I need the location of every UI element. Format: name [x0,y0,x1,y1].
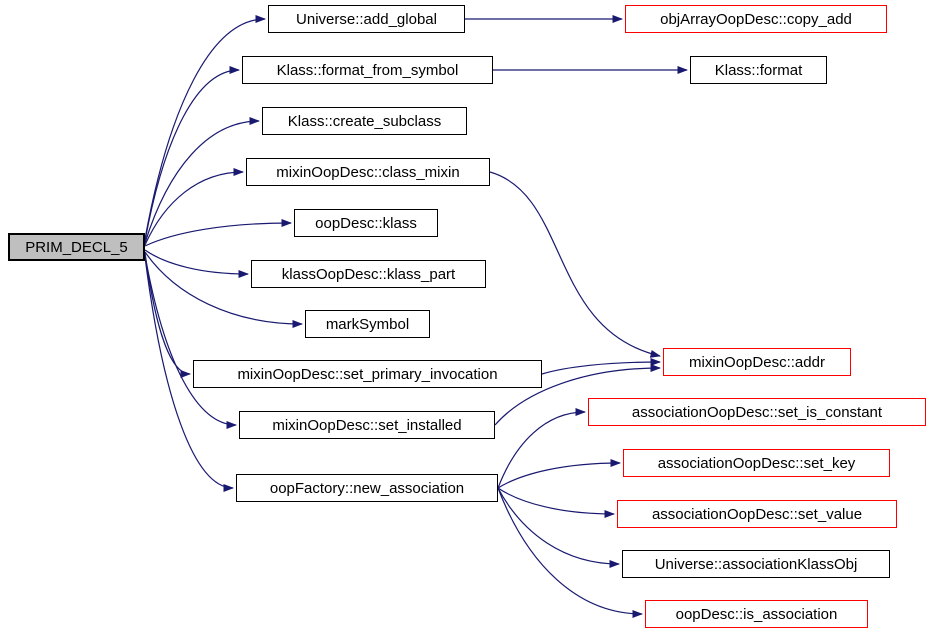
graph-node-label: associationOopDesc::set_is_constant [631,403,883,421]
graph-node-set_value[interactable]: associationOopDesc::set_value [617,500,897,528]
graph-node-markSymbol[interactable]: markSymbol [305,310,430,338]
edge-prim-to-add_global [144,15,266,240]
graph-node-label: oopDesc::is_association [675,605,838,623]
graph-node-format_from_symbol[interactable]: Klass::format_from_symbol [242,56,493,84]
edge-new_association-to-set_key [497,459,621,489]
graph-node-class_mixin[interactable]: mixinOopDesc::class_mixin [246,158,490,186]
graph-node-klass[interactable]: oopDesc::klass [294,209,438,237]
graph-node-set_is_constant[interactable]: associationOopDesc::set_is_constant [588,398,926,426]
graph-node-addr[interactable]: mixinOopDesc::addr [663,348,851,376]
graph-node-label: associationOopDesc::set_value [651,505,863,523]
edge-prim-to-set_installed [144,254,237,429]
graph-node-label: associationOopDesc::set_key [657,454,856,472]
graph-node-label: mixinOopDesc::set_primary_invocation [237,365,498,383]
graph-node-set_installed[interactable]: mixinOopDesc::set_installed [239,411,495,439]
graph-node-set_primary[interactable]: mixinOopDesc::set_primary_invocation [193,360,542,388]
edge-prim-to-set_primary [144,252,191,378]
graph-node-label: markSymbol [325,315,410,333]
graph-node-create_subclass[interactable]: Klass::create_subclass [262,107,467,135]
edge-prim-to-format_from_symbol [144,66,240,242]
edge-new_association-to-set_is_constant [497,408,586,489]
graph-node-label: oopDesc::klass [315,214,417,232]
graph-node-format[interactable]: Klass::format [690,56,827,84]
graph-node-label: klassOopDesc::klass_part [281,265,456,283]
edge-prim-to-create_subclass [144,117,260,244]
graph-node-add_global[interactable]: Universe::add_global [268,5,465,33]
graph-node-copy_add[interactable]: objArrayOopDesc::copy_add [625,5,887,33]
graph-node-label: Klass::create_subclass [287,112,442,130]
graph-node-label: mixinOopDesc::set_installed [272,416,462,434]
graph-node-label: Universe::associationKlassObj [654,555,858,573]
edge-prim-to-new_association [144,256,234,492]
graph-node-label: Klass::format_from_symbol [276,61,459,79]
edge-new_association-to-is_association [497,487,643,618]
graph-node-label: mixinOopDesc::addr [689,353,825,371]
graph-node-klass_part[interactable]: klassOopDesc::klass_part [251,260,486,288]
edge-set_primary-to-addr [541,358,661,375]
graph-node-is_association[interactable]: oopDesc::is_association [645,600,868,628]
edge-prim-to-klass_part [144,249,249,278]
graph-node-assocKlassObj[interactable]: Universe::associationKlassObj [622,550,890,578]
graph-node-label: Universe::add_global [296,10,437,28]
graph-node-label: Klass::format [714,61,803,79]
edge-new_association-to-set_value [497,487,615,518]
graph-node-prim: PRIM_DECL_5 [8,233,145,261]
edge-prim-to-klass [144,219,292,247]
edge-set_installed-to-addr [494,364,661,426]
graph-node-set_key[interactable]: associationOopDesc::set_key [623,449,890,477]
graph-node-label: objArrayOopDesc::copy_add [660,10,852,28]
edge-prim-to-class_mixin [144,168,244,246]
edge-class_mixin-to-addr [489,171,661,358]
graph-node-label: mixinOopDesc::class_mixin [276,163,460,181]
graph-node-label: oopFactory::new_association [269,479,465,497]
graph-node-label: PRIM_DECL_5 [25,238,128,256]
edge-prim-to-markSymbol [144,251,303,328]
graph-node-new_association[interactable]: oopFactory::new_association [236,474,498,502]
edge-new_association-to-assocKlassObj [497,487,620,568]
